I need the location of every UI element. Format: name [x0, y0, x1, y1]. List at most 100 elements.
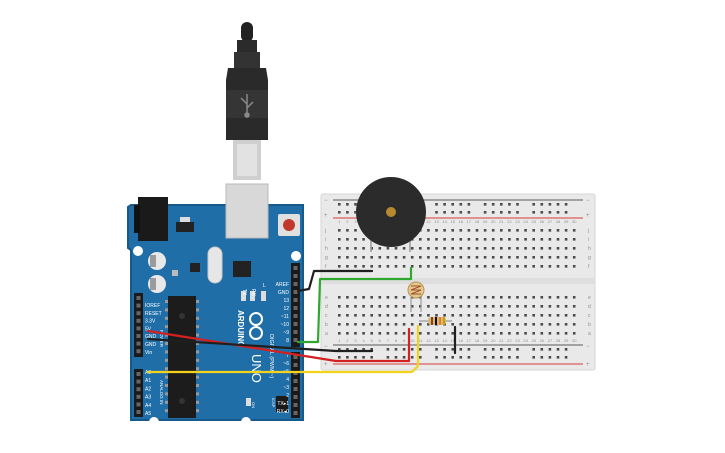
bb-row-label-right: e [588, 295, 591, 301]
digital-pin-label-bottom-1: ~6 [283, 361, 289, 367]
bb-col-label: 21 [499, 219, 504, 224]
bb-col-label-bottom: 28 [556, 338, 561, 343]
bb-col-label: 17 [467, 219, 472, 224]
bb-col-label-bottom: 11 [418, 338, 423, 343]
power-header[interactable] [134, 293, 143, 357]
bb-col-label: 28 [556, 219, 561, 224]
bb-row-label: f [325, 264, 327, 270]
digital-header-top[interactable] [291, 263, 300, 347]
digital-pin-label-top-7: 8 [286, 338, 289, 344]
bb-col-label: 26 [540, 219, 545, 224]
bb-col-label-bottom: 27 [548, 338, 553, 343]
digital-pin-label-top-0: AREF [276, 282, 289, 288]
digital-pin-label-bottom-4: ~3 [283, 385, 289, 391]
bb-col-label-bottom: 16 [459, 338, 464, 343]
arduino-logo-icon [249, 312, 263, 340]
bb-col-label-bottom: 1 [338, 338, 341, 343]
bb-row-label: g [325, 255, 328, 261]
rail-bottom-plus-right: + [586, 362, 590, 368]
digital-pin-label-bottom-7: RX◂0 [277, 409, 289, 415]
bb-col-label-bottom: 7 [387, 338, 390, 343]
bb-col-label: 12 [426, 219, 431, 224]
bb-col-label-bottom: 15 [450, 338, 455, 343]
bb-col-label-bottom: 13 [434, 338, 439, 343]
bb-col-label: 2 [346, 219, 349, 224]
rail-bottom-minus-right: − [586, 344, 590, 350]
crystal [207, 246, 223, 284]
power-pin-label-4: GND [145, 334, 157, 340]
rail-top-plus-right: + [586, 213, 590, 219]
power-pin-label-3: 5V [145, 326, 152, 332]
bb-row-label: c [325, 313, 328, 319]
bb-row-label-right: h [588, 246, 591, 252]
arduino-model: UNO [249, 354, 264, 383]
rail-top-plus: + [324, 213, 328, 219]
rail-top-minus: − [324, 198, 328, 204]
analog-pin-label-3: A3 [145, 395, 151, 401]
arduino-uno-board[interactable]: TX RX L ARDUINO UNO ON DIGITAL (PWM ~) I… [127, 183, 304, 427]
wire-black-gnd[interactable] [146, 337, 374, 353]
led-label-tx: TX [241, 289, 247, 296]
bb-col-label-bottom: 10 [410, 338, 415, 343]
analog-pin-label-2: A2 [145, 386, 151, 392]
power-jack [138, 197, 168, 241]
power-pin-label-1: RESET [145, 311, 162, 317]
bb-row-label-right: g [588, 255, 591, 261]
bb-col-label: 13 [434, 219, 439, 224]
bb-col-label: 18 [475, 219, 480, 224]
bb-row-label: j [324, 228, 326, 234]
photoresistor[interactable] [407, 281, 425, 312]
bb-col-label-bottom: 5 [371, 338, 374, 343]
bb-col-label-bottom: 8 [395, 338, 398, 343]
analog-header-title: ANALOG IN [159, 380, 164, 405]
wire-black-pin8[interactable] [296, 269, 374, 293]
bb-row-label: i [325, 237, 326, 243]
rail-bottom-plus: + [324, 362, 328, 368]
wire-green-pin7[interactable] [296, 266, 413, 344]
on-label: ON [251, 402, 256, 408]
icsp-label: ICSP [271, 398, 276, 408]
bb-col-label: 15 [450, 219, 455, 224]
bb-col-label-bottom: 6 [379, 338, 382, 343]
bb-col-label: 29 [564, 219, 569, 224]
usb-cable[interactable] [226, 22, 268, 180]
bb-col-label: 30 [572, 219, 577, 224]
bb-col-label-bottom: 29 [564, 338, 569, 343]
analog-header[interactable] [134, 369, 143, 417]
digital-pin-label-top-1: GND [278, 290, 290, 296]
bb-row-label: d [325, 304, 328, 310]
bb-col-label-bottom: 19 [483, 338, 488, 343]
digital-pin-label-bottom-6: TX▸1 [277, 401, 289, 407]
digital-header-bottom[interactable] [291, 352, 300, 418]
digital-pin-label-bottom-0: 7 [286, 353, 289, 359]
bb-col-label-bottom: 24 [523, 338, 528, 343]
digital-pin-label-bottom-3: 4 [286, 377, 289, 383]
piezo-buzzer[interactable] [356, 177, 426, 252]
digital-pin-label-top-5: ~10 [281, 322, 290, 328]
bb-col-label: 24 [523, 219, 528, 224]
power-pin-label-2: 3.3V [145, 319, 156, 325]
bb-row-label-right: b [588, 322, 591, 328]
bb-col-label-bottom: 2 [346, 338, 349, 343]
digital-pin-label-top-6: ~9 [283, 330, 289, 336]
bb-row-label: h [325, 246, 328, 252]
arduino-brand: ARDUINO [236, 310, 245, 347]
bb-col-label-bottom: 18 [475, 338, 480, 343]
wire-yellow-a0[interactable] [146, 324, 420, 374]
bb-col-label: 20 [491, 219, 496, 224]
bb-col-label-bottom: 17 [467, 338, 472, 343]
bb-row-label: e [325, 295, 328, 301]
bb-col-label: 23 [515, 219, 520, 224]
bb-col-label-bottom: 14 [442, 338, 447, 343]
bb-row-label-right: j [587, 228, 589, 234]
digital-pin-label-bottom-5: 2 [286, 393, 289, 399]
rail-top-minus-right: − [586, 198, 590, 204]
power-pin-label-6: Vin [145, 350, 152, 356]
bb-col-label: 25 [531, 219, 536, 224]
bb-col-label-bottom: 9 [403, 338, 406, 343]
resistor[interactable] [419, 317, 452, 325]
analog-pin-label-5: A5 [145, 411, 151, 417]
bb-col-label-bottom: 25 [531, 338, 536, 343]
bb-row-label-right: i [588, 237, 589, 243]
